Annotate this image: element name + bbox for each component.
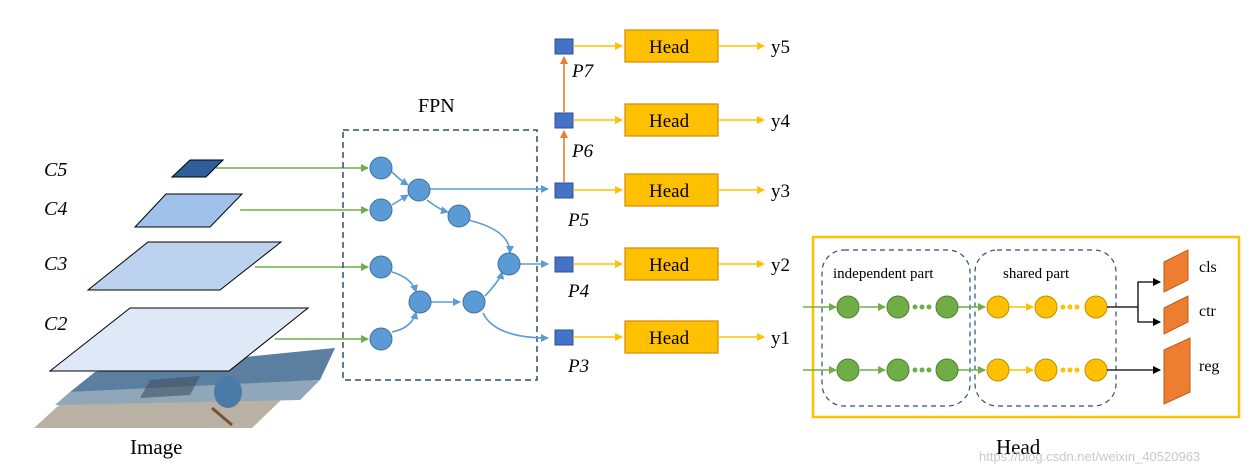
- head-box-p4: [624, 247, 719, 281]
- output-reg: reg: [1199, 358, 1219, 375]
- output-y2: y2: [771, 255, 790, 276]
- fpn-connections: [391, 171, 549, 342]
- head-label-p3: Head: [649, 328, 690, 349]
- shared-conv-node: [986, 295, 1010, 319]
- label-c2: C2: [44, 313, 67, 335]
- plane-c3: [86, 241, 283, 291]
- shared-conv-node: [986, 358, 1010, 382]
- label-p4: P4: [567, 281, 590, 302]
- backbone-planes: [48, 159, 310, 372]
- independent-part-label: independent part: [833, 266, 934, 282]
- plane-c5: [170, 159, 225, 178]
- conv-node: [886, 295, 910, 319]
- input-image: [34, 348, 335, 428]
- output-y4: y4: [771, 111, 791, 132]
- independent-chain: [836, 295, 986, 382]
- watermark: https://blog.csdn.net/weixin_40520963: [979, 449, 1200, 464]
- independent-part-box: [821, 249, 971, 407]
- label-c3: C3: [44, 253, 67, 275]
- reg-shape: [1163, 337, 1191, 405]
- head-label-p6: Head: [649, 111, 690, 132]
- head-box-p3: [624, 320, 719, 354]
- fpn-node: [369, 198, 393, 222]
- cls-shape: [1163, 249, 1189, 293]
- p3-square: [554, 329, 574, 346]
- head-detail-panel: [811, 235, 1241, 419]
- shared-chain: [986, 295, 1108, 382]
- plane-c4: [133, 193, 244, 228]
- fpn-node: [407, 178, 431, 202]
- conv-node: [886, 358, 910, 382]
- fpn-node: [369, 327, 393, 351]
- output-shapes: [1163, 249, 1191, 405]
- fpn-title: FPN: [418, 95, 455, 117]
- panel-input-arrows: [803, 303, 837, 374]
- p7-square: [554, 38, 574, 55]
- conv-node: [935, 295, 959, 319]
- head-box-p6: [624, 103, 719, 137]
- fpn-box: [342, 129, 538, 381]
- label-p3: P3: [567, 356, 589, 377]
- output-y3: y3: [771, 181, 790, 202]
- head-output-arrows: [718, 42, 765, 341]
- fpn-node: [497, 252, 521, 276]
- label-c4: C4: [44, 198, 67, 220]
- fpn-nodes: [369, 156, 521, 351]
- fpn-node: [408, 290, 432, 314]
- panel-output-arrows: [1107, 278, 1161, 374]
- label-p5: P5: [567, 210, 589, 231]
- head-label-p5: Head: [649, 181, 690, 202]
- head-box-p5: [624, 173, 719, 207]
- p5-square: [554, 182, 574, 199]
- shared-conv-node: [1034, 295, 1058, 319]
- output-ctr: ctr: [1199, 303, 1217, 320]
- p6-square: [554, 112, 574, 129]
- head-detail-title: Head: [996, 435, 1041, 459]
- output-y5: y5: [771, 37, 790, 58]
- p4-square: [554, 256, 574, 273]
- shared-conv-node: [1034, 358, 1058, 382]
- output-cls: cls: [1199, 259, 1217, 276]
- label-image: Image: [130, 435, 182, 459]
- label-p7: P7: [571, 61, 595, 82]
- conv-node: [836, 358, 860, 382]
- fpn-node: [369, 255, 393, 279]
- conv-node: [935, 358, 959, 382]
- ctr-shape: [1163, 295, 1189, 335]
- head-input-arrows: [573, 42, 623, 341]
- shared-part-box: [974, 249, 1117, 407]
- fpn-node: [447, 204, 471, 228]
- label-c5: C5: [44, 159, 67, 181]
- fpn-node: [462, 290, 486, 314]
- head-boxes: [624, 29, 719, 354]
- output-y1: y1: [771, 328, 790, 349]
- label-p6: P6: [571, 141, 594, 162]
- shared-conv-node: [1084, 295, 1108, 319]
- head-label-p7: Head: [649, 37, 690, 58]
- shared-part-label: shared part: [1003, 266, 1070, 282]
- fpn-node: [369, 156, 393, 180]
- head-label-p4: Head: [649, 255, 690, 276]
- plane-c2: [48, 307, 310, 372]
- shared-conv-node: [1084, 358, 1108, 382]
- conv-node: [836, 295, 860, 319]
